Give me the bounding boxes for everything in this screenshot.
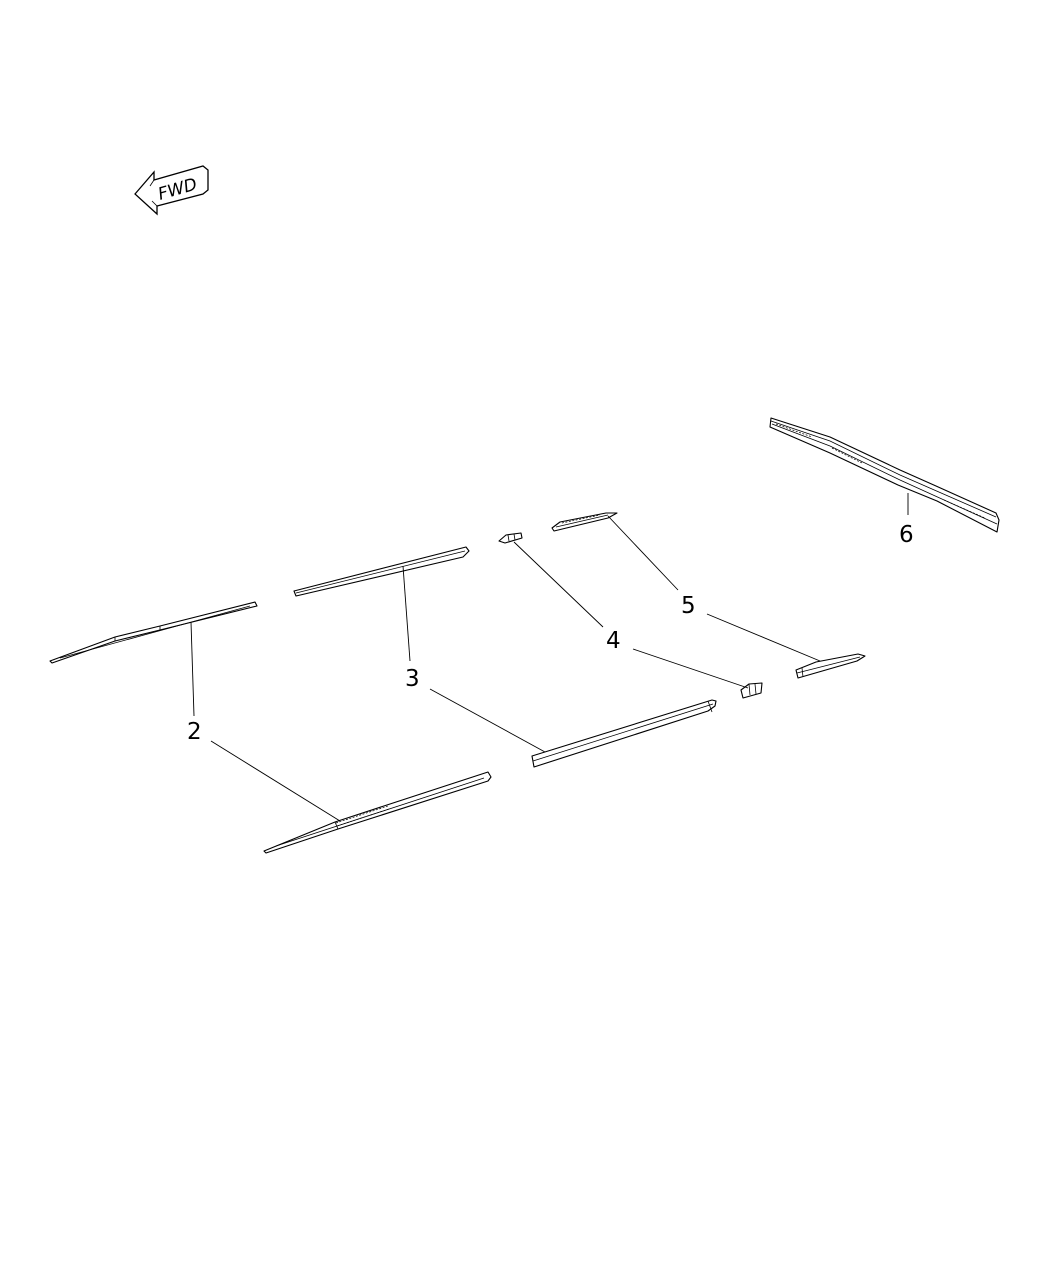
callout-5: 5	[681, 593, 696, 619]
callout-4: 4	[606, 628, 621, 654]
leader-4-upper	[513, 541, 604, 628]
part-2-lower-molding	[263, 771, 492, 854]
leader-2-lower	[210, 740, 341, 822]
part-4-upper-clip	[498, 532, 523, 544]
leader-lines	[190, 493, 909, 822]
part-5-lower-end-cap	[795, 653, 866, 679]
leader-5-lower	[706, 613, 821, 662]
part-6-roof-rail	[769, 417, 1000, 533]
callout-3: 3	[405, 666, 420, 692]
part-4-lower-clip	[740, 682, 763, 699]
fwd-arrow-icon: FWD	[134, 165, 209, 216]
part-3-lower-molding	[531, 699, 717, 768]
part-5-upper-end-cap	[551, 512, 618, 532]
callout-2: 2	[187, 719, 202, 745]
part-3-upper-molding	[293, 546, 470, 597]
leader-4-lower	[632, 648, 749, 689]
leader-2-upper	[190, 621, 195, 717]
leader-3-lower	[429, 688, 546, 753]
leader-3-upper	[402, 565, 411, 662]
leader-5-upper	[607, 515, 679, 591]
part-2-upper-molding	[49, 601, 258, 664]
callout-6: 6	[899, 522, 914, 548]
